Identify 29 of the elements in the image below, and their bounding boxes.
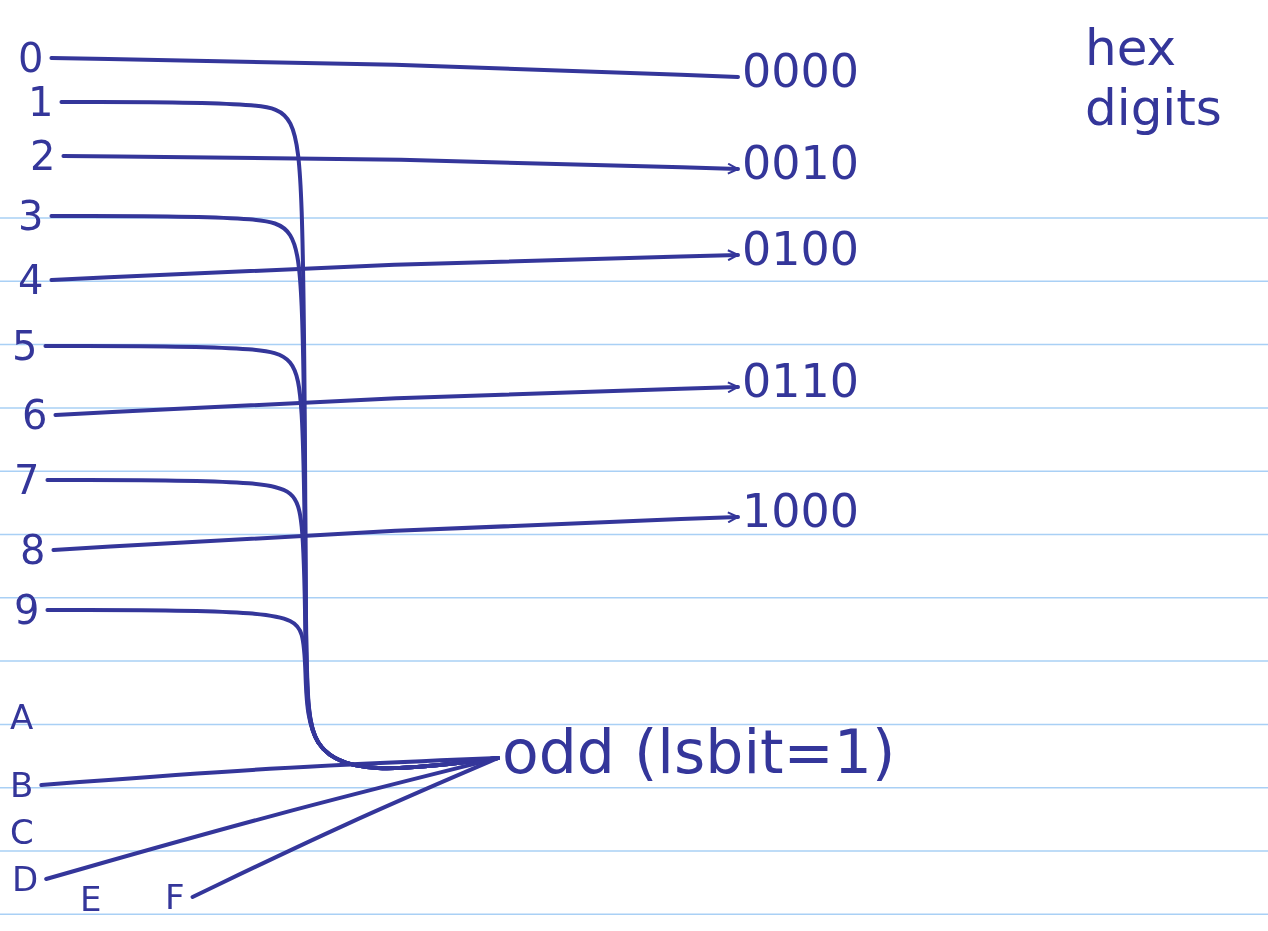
binary-value: 0000 bbox=[742, 44, 860, 98]
binary-value: 1000 bbox=[742, 484, 860, 538]
arrow bbox=[53, 381, 740, 417]
hex-digit: D bbox=[12, 859, 39, 899]
hex-digit: A bbox=[10, 697, 34, 737]
binary-value: 0110 bbox=[742, 354, 860, 408]
group-label: odd (lsbit=1) bbox=[502, 717, 896, 787]
hex-digit: 6 bbox=[22, 392, 48, 438]
hex-digit: 5 bbox=[12, 323, 38, 369]
hex-digit: 0 bbox=[18, 35, 44, 81]
hex-digit: 2 bbox=[30, 133, 56, 179]
arrow bbox=[51, 511, 740, 552]
connector-line bbox=[49, 56, 740, 79]
hex-digit: 3 bbox=[18, 193, 44, 239]
arrow bbox=[49, 249, 740, 282]
hex-digit: C bbox=[10, 812, 34, 852]
arrow bbox=[61, 154, 740, 175]
hex-digit: 1 bbox=[28, 79, 54, 125]
hex-digit: 7 bbox=[14, 457, 40, 503]
hex-digit: 9 bbox=[14, 587, 40, 633]
hex-digit: E bbox=[80, 879, 102, 919]
note-text: hex digits bbox=[1085, 18, 1223, 138]
binary-value: 0010 bbox=[742, 136, 860, 190]
hex-digit: 4 bbox=[18, 257, 44, 303]
hex-digit: F bbox=[165, 877, 185, 917]
connector-line bbox=[190, 756, 500, 899]
hex-digit: 8 bbox=[20, 527, 46, 573]
binary-value: 0100 bbox=[742, 222, 860, 276]
hex-digit: B bbox=[10, 765, 34, 805]
